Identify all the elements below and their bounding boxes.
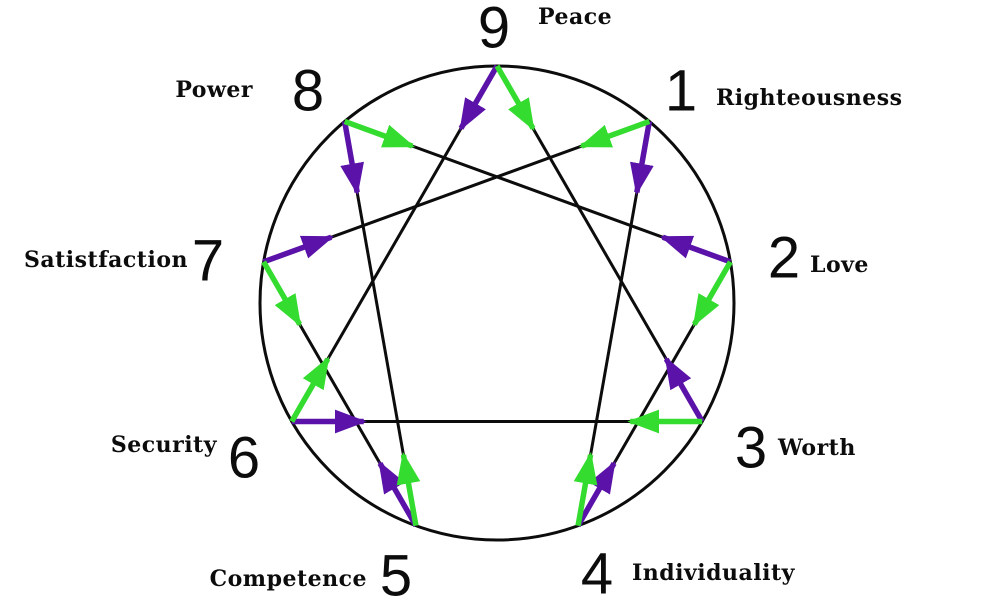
stress-arrow-3-9 — [663, 356, 705, 423]
point-label-6: Security — [111, 432, 218, 458]
growth-arrow-8-2 — [343, 118, 416, 149]
point-label-4: Individuality — [632, 560, 796, 586]
point-number-9: 9 — [478, 0, 510, 61]
growth-arrow-1-7 — [578, 118, 651, 149]
point-label-7: Satistfaction — [24, 247, 188, 273]
point-number-5: 5 — [380, 544, 412, 597]
point-label-2: Love — [810, 252, 869, 278]
point-label-5: Competence — [210, 566, 367, 592]
stress-arrow-9-6 — [458, 64, 500, 131]
growth-arrow-4-1 — [573, 451, 598, 527]
point-number-6: 6 — [228, 426, 260, 491]
stress-arrow-5-7 — [377, 460, 419, 528]
enneagram-circle — [258, 64, 736, 542]
stress-arrow-4-2 — [575, 460, 617, 528]
growth-arrow-9-3 — [494, 64, 536, 131]
stress-arrow-2-8 — [659, 234, 732, 265]
growth-arrow-6-9 — [289, 356, 331, 423]
growth-arrow-5-8 — [396, 451, 421, 527]
stress-arrow-8-5 — [340, 120, 364, 196]
point-label-3: Worth — [777, 435, 856, 461]
point-label-9: Peace — [538, 4, 612, 30]
stress-arrow-1-4 — [630, 120, 654, 196]
point-number-8: 8 — [292, 59, 324, 124]
stress-arrow-7-1 — [262, 234, 335, 265]
point-label-1: Righteousness — [716, 85, 903, 111]
point-number-2: 2 — [768, 226, 800, 291]
point-label-8: Power — [175, 77, 253, 103]
point-number-1: 1 — [665, 59, 697, 124]
point-number-3: 3 — [735, 416, 767, 481]
point-number-7: 7 — [192, 229, 224, 294]
growth-arrow-7-5 — [261, 260, 302, 327]
growth-arrow-2-4 — [692, 260, 733, 327]
point-number-4: 4 — [581, 542, 613, 597]
